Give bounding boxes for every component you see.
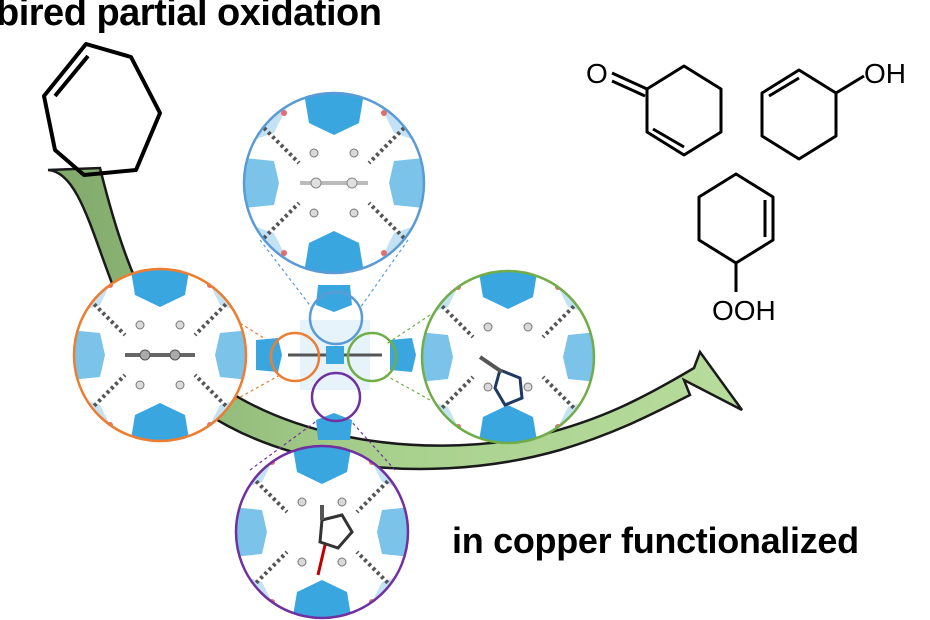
zoom-circle-top (242, 91, 426, 275)
cyclohexene-molecule (42, 42, 162, 177)
small-ring-right (346, 331, 398, 383)
zoom-circle-right (420, 269, 596, 445)
zoom-circle-left (72, 267, 248, 443)
small-ring-top (308, 290, 364, 346)
cyclohexenol-molecule (760, 68, 865, 161)
headline-text: bired partial oxidation (0, 0, 382, 34)
small-ring-bottom (310, 371, 362, 423)
projection-lines (234, 239, 431, 471)
zoom-circle-bottom (234, 444, 410, 620)
alcohol-oh-label: OH (864, 58, 906, 89)
enone-oxygen-label: O (586, 58, 608, 89)
hydroperoxide-molecule (697, 172, 775, 292)
small-ring-left (269, 331, 321, 383)
hydroperoxide-ooh-label: OOH (712, 295, 776, 326)
framework-center (256, 285, 416, 440)
cyclohexenone-molecule (611, 64, 723, 157)
subline-text: in copper functionalized (452, 520, 859, 561)
